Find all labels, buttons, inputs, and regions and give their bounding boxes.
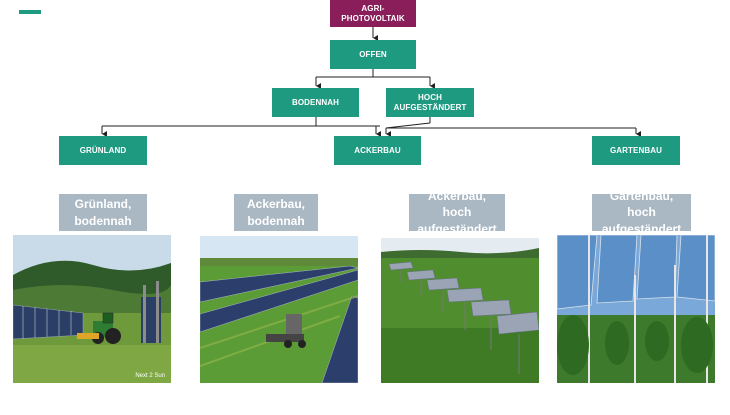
caption-gartenbau-hoch: Gartenbau, hoch aufgeständert <box>592 189 691 236</box>
node-gruenland: GRÜNLAND <box>59 136 147 165</box>
photo-ackerbau-bodennah <box>200 236 358 383</box>
photo-gruenland-bodennah: Next 2 Sun <box>13 235 171 383</box>
caption-ackerbau-hoch: Ackerbau, hoch aufgeständert <box>409 189 505 236</box>
node-hoch-aufgestaendert: HOCH AUFGESTÄNDERT <box>386 88 474 117</box>
node-agri-photovoltaik: AGRI-PHOTOVOLTAIK <box>330 0 416 27</box>
node-offen: OFFEN <box>330 40 416 69</box>
caption-gruenland-bodennah: Grünland, bodennah <box>59 194 147 231</box>
photo-ackerbau-hoch <box>381 238 539 383</box>
connector-lines <box>101 27 641 137</box>
photo-gartenbau-hoch <box>557 235 715 383</box>
node-gartenbau: GARTENBAU <box>592 136 680 165</box>
node-ackerbau: ACKERBAU <box>334 136 421 165</box>
caption-ackerbau-bodennah: Ackerbau, bodennah <box>234 194 318 231</box>
photo-credit: Next 2 Sun <box>135 373 165 379</box>
node-bodennah: BODENNAH <box>272 88 359 117</box>
accent-bar <box>19 10 41 14</box>
